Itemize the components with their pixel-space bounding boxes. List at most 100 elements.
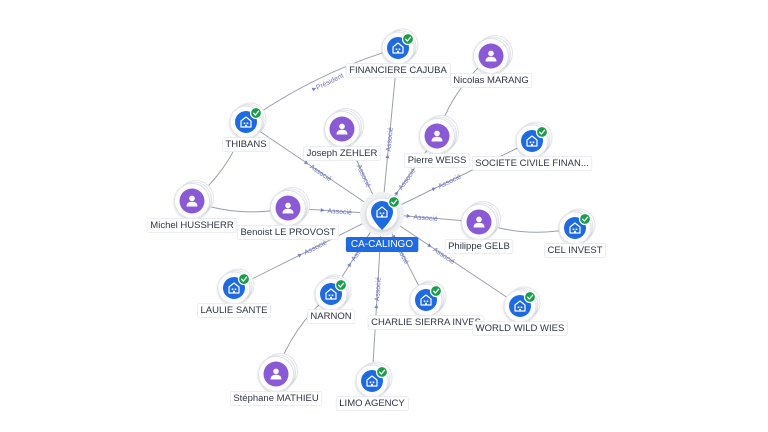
node-cel[interactable]: CEL INVEST: [544, 208, 607, 258]
building-icon: [526, 135, 538, 147]
node-sm[interactable]: Stéphane MATHIEU: [229, 353, 323, 406]
node-nar[interactable]: NARNON: [307, 274, 356, 324]
edge-arrow-icon: [385, 154, 390, 159]
node-label-background: [444, 239, 514, 254]
node-pg[interactable]: Philippe GELB: [444, 201, 514, 254]
edge-label-ca-la: Associé: [374, 277, 383, 309]
node-label: NARNON: [310, 311, 351, 322]
person-icon: [431, 130, 443, 142]
node-label-background: [345, 63, 451, 78]
node-label-background: [335, 396, 409, 411]
edge-label-text: Associé: [398, 167, 418, 191]
edge-label-ca-thi: Associé: [303, 160, 332, 184]
edge-label-text: Associé: [437, 173, 462, 190]
edge-arrow-icon: [320, 208, 325, 213]
node-label-background: [229, 391, 323, 406]
node-ls[interactable]: LAULIE SANTE: [197, 268, 271, 318]
edge-label-text: Associé: [374, 277, 382, 302]
edge-arrow-icon: [406, 214, 411, 219]
node-csi[interactable]: CHARLIE SIERRA INVES: [367, 280, 485, 330]
node-label: LAULIE SANTE: [200, 305, 267, 316]
building-icon: [376, 206, 388, 218]
nodes-layer: FINANCIERE CAJUBA Nicolas MARANG THIBANS Jo…: [146, 28, 607, 411]
node-label-background: [197, 303, 271, 318]
node-la[interactable]: LIMO AGENCY: [335, 361, 409, 411]
edge-label-fin-thi: Président: [311, 73, 345, 92]
building-icon: [325, 288, 337, 300]
edge-label-text: Associé: [413, 214, 438, 223]
node-www[interactable]: WORLD WILD WIES: [472, 286, 568, 336]
verified-check-icon: [387, 195, 401, 209]
building-icon: [366, 375, 378, 387]
node-center[interactable]: CA-CALINGO: [345, 192, 419, 252]
center-label-background: [345, 237, 419, 252]
edge-label-text: Président: [315, 73, 345, 92]
edge-label-ca-pw: Associé: [394, 167, 418, 196]
node-blp[interactable]: Benoist LE PROVOST: [237, 187, 340, 240]
verified-check-icon: [523, 290, 537, 304]
edge-label-ca-pg: Associé: [406, 214, 438, 223]
person-icon: [485, 50, 497, 62]
edge-label-text: Associé: [355, 164, 372, 189]
edge-label-text: Associé: [308, 164, 332, 184]
node-label-background: [146, 218, 238, 233]
node-label-background: [544, 243, 607, 258]
edge-arrow-icon: [374, 304, 379, 309]
edge-arrow-icon: [303, 160, 309, 165]
node-label: Stéphane MATHIEU: [233, 393, 319, 404]
node-label: Michel HUSSHERR: [150, 220, 234, 231]
verified-check-icon: [535, 125, 549, 139]
node-label-background: [237, 225, 340, 240]
node-thi[interactable]: THIBANS: [222, 102, 270, 152]
node-label: THIBANS: [225, 139, 266, 150]
edge-label-ca-fin: Associé: [385, 127, 395, 159]
node-label: LIMO AGENCY: [339, 398, 405, 409]
edge-arrow-icon: [297, 254, 302, 258]
node-label-background: [471, 156, 593, 171]
edge-label-text: Associé: [327, 208, 352, 217]
node-label: CEL INVEST: [547, 245, 602, 256]
person-icon: [336, 123, 348, 135]
edge-label-text: Associé: [386, 127, 395, 152]
node-label-background: [449, 73, 533, 88]
building-icon: [240, 116, 252, 128]
node-label-background: [307, 309, 356, 324]
person-icon: [282, 202, 294, 214]
person-icon: [270, 368, 282, 380]
node-label: Benoist LE PROVOST: [240, 227, 335, 238]
edge-label-ca-scf: Associé: [431, 173, 463, 192]
verified-check-icon: [375, 365, 389, 379]
node-nm[interactable]: Nicolas MARANG: [449, 35, 533, 88]
node-jz[interactable]: Joseph ZEHLER: [303, 108, 381, 161]
edge-label-ca-blp: Associé: [320, 208, 352, 217]
edge-arrow-icon: [431, 187, 437, 192]
node-label: Nicolas MARANG: [453, 75, 529, 86]
node-label: FINANCIERE CAJUBA: [349, 65, 447, 76]
edge-arrow-icon: [427, 243, 432, 248]
node-pw[interactable]: Pierre WEISS: [404, 115, 470, 168]
verified-check-icon: [401, 32, 415, 46]
edge-arrow-icon: [311, 87, 317, 92]
edge-label-text: Associé: [303, 240, 328, 257]
verified-check-icon: [578, 212, 592, 226]
building-icon: [228, 282, 240, 294]
verified-check-icon: [429, 284, 443, 298]
node-label-background: [472, 321, 568, 336]
node-label: Joseph ZEHLER: [307, 148, 378, 159]
node-label-background: [222, 137, 270, 152]
verified-check-icon: [237, 272, 251, 286]
node-label: Philippe GELB: [448, 241, 510, 252]
node-label: WORLD WILD WIES: [476, 323, 565, 334]
center-label: CA-CALINGO: [351, 239, 413, 250]
node-scf[interactable]: SOCIETE CIVILE FINAN...: [471, 121, 593, 171]
edge-label-ca-ls: Associé: [297, 240, 328, 258]
building-icon: [569, 222, 581, 234]
building-icon: [392, 42, 404, 54]
node-fin[interactable]: FINANCIERE CAJUBA: [345, 28, 451, 78]
person-icon: [186, 195, 198, 207]
person-icon: [473, 216, 485, 228]
node-mh[interactable]: Michel HUSSHERR: [146, 180, 238, 233]
building-icon: [420, 294, 432, 306]
edge-label-ca-jz: Associé: [354, 157, 372, 189]
